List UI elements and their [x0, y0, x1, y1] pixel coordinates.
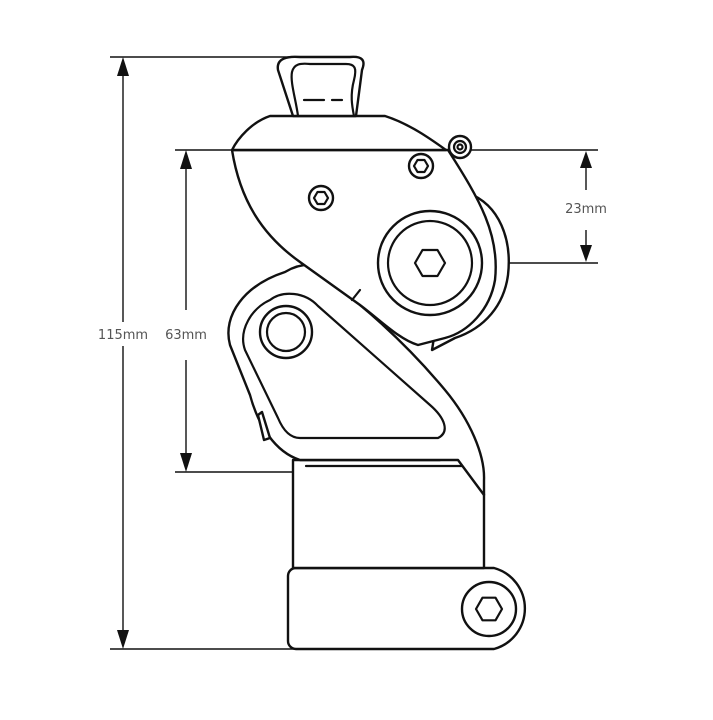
hex-screw-icon — [412, 158, 430, 174]
grub-screw-center — [456, 143, 464, 151]
arrow-up — [117, 57, 129, 76]
hex-socket-icon — [413, 248, 447, 278]
main-pivot — [376, 209, 484, 317]
top-grub-screw — [447, 134, 473, 160]
bottom-clamp — [286, 566, 526, 651]
arrow-down — [180, 453, 192, 472]
arrow-up — [180, 150, 192, 169]
label-bg — [92, 322, 154, 346]
lower-chassis — [227, 263, 486, 497]
arrow-up — [580, 151, 592, 168]
lower-pylon — [291, 448, 486, 570]
arrow-down — [580, 245, 592, 262]
grub-screw-icon — [452, 139, 468, 155]
link-pin-icon — [265, 311, 307, 353]
dimension-pivot-offset: 23mm — [430, 151, 607, 264]
pyramid-stem — [276, 55, 365, 118]
chassis-tab — [256, 410, 272, 442]
clamp-body — [286, 566, 526, 651]
pylon-body — [291, 448, 486, 570]
overall-height-label: 115mm — [98, 328, 148, 343]
knee-height-label: 63mm — [165, 328, 207, 343]
arrow-down — [117, 630, 129, 649]
frame-screw-right — [407, 152, 435, 180]
label-bg — [160, 310, 214, 360]
dimension-overall-height: 115mm — [92, 56, 355, 650]
pivot-offset-label: 23mm — [565, 202, 607, 217]
top-cap — [230, 114, 448, 152]
frame-screw-left — [307, 184, 335, 212]
chassis-window — [242, 292, 446, 440]
top-pyramid-adapter — [230, 55, 448, 152]
pyramid-face — [290, 62, 357, 118]
clamp-bolt-ring — [460, 580, 518, 638]
hex-bolt-icon — [474, 596, 504, 622]
hex-screw-icon — [312, 190, 330, 206]
pivot-outer-ring — [376, 209, 484, 317]
pivot-inner-ring — [386, 219, 474, 307]
frame-notch — [350, 288, 362, 302]
